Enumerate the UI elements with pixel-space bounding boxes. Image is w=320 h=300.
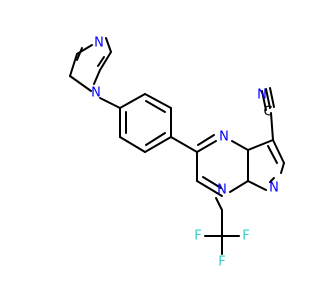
bond <box>97 56 105 67</box>
bond <box>196 140 217 153</box>
bond <box>99 51 112 71</box>
atom-n-pyrazole: N <box>269 181 279 196</box>
bond <box>145 100 166 113</box>
bond <box>76 44 93 55</box>
molecule-diagram: N N N N C N N F F F <box>69 36 285 270</box>
atom-f-bottom: F <box>218 255 225 270</box>
bond <box>247 180 267 191</box>
bond <box>270 112 274 141</box>
bond <box>99 97 121 109</box>
bond <box>229 180 249 193</box>
atom-n-bridge: N <box>217 183 227 198</box>
atom-n-imidazole-top: N <box>94 36 104 51</box>
bond <box>69 53 78 77</box>
bond <box>267 145 278 164</box>
bond <box>269 177 275 183</box>
bond <box>269 87 275 108</box>
bond <box>76 47 83 61</box>
bond <box>231 140 249 151</box>
bond <box>265 88 271 109</box>
bond <box>196 180 223 197</box>
bond <box>215 197 223 211</box>
bond <box>261 90 267 111</box>
atom-n-nitrile: N <box>257 88 267 103</box>
bond <box>197 134 215 146</box>
bond <box>119 93 146 109</box>
bond <box>145 132 166 146</box>
atom-f-left: F <box>194 229 201 244</box>
bond <box>144 93 172 109</box>
bond <box>144 136 172 153</box>
atom-n-imidazole-bottom: N <box>91 86 101 101</box>
structure-svg: N N N N C N N F F F <box>69 36 285 270</box>
atom-n-pyrimidine: N <box>219 130 229 145</box>
bond <box>247 139 274 151</box>
bond <box>105 37 112 53</box>
atom-c-nitrile: C <box>263 105 272 120</box>
bond <box>202 176 222 189</box>
bond <box>93 69 101 85</box>
bond <box>119 136 146 153</box>
atom-f-right: F <box>242 229 249 244</box>
bond <box>170 136 198 153</box>
bond <box>280 162 285 174</box>
bond <box>69 75 92 92</box>
bond <box>272 139 285 164</box>
